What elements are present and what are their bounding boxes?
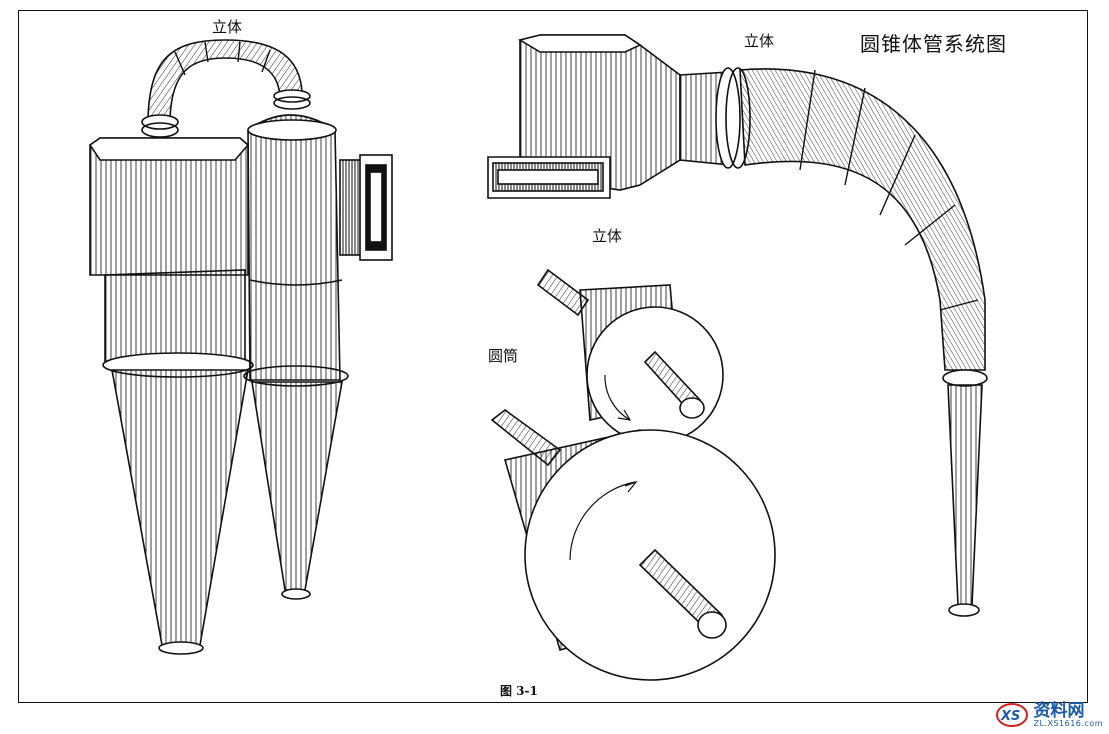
horn-collar bbox=[715, 67, 741, 169]
horn-tail-cone bbox=[947, 384, 983, 606]
left-cyclone-cone bbox=[111, 369, 249, 646]
svg-text:XS: XS bbox=[1000, 709, 1020, 724]
right-cyclone-cylinder bbox=[247, 114, 341, 381]
right-cyclone-cone bbox=[251, 381, 343, 591]
upper-cylinder-face bbox=[586, 306, 724, 444]
curved-horn bbox=[739, 68, 986, 371]
figure-caption: 图 3-1 bbox=[500, 684, 538, 698]
cylinder-pair bbox=[490, 268, 776, 681]
diagram-title: 圆锥体管系统图 bbox=[860, 32, 1007, 56]
cyclone-assembly bbox=[88, 39, 393, 655]
pipe-collar-right bbox=[273, 89, 311, 103]
label-cylinder: 圆筒 bbox=[488, 347, 519, 365]
horn-pipe-assembly bbox=[487, 34, 988, 617]
label-solid-top-right: 立体 bbox=[744, 32, 775, 50]
label-solid-top-left: 立体 bbox=[212, 18, 243, 36]
watermark-logo-icon: XS bbox=[996, 703, 1029, 727]
watermark: XS 资料网 ZL.XS1616.com bbox=[995, 700, 1103, 730]
figure-frame bbox=[18, 10, 1088, 703]
left-cyclone-cylinder bbox=[104, 269, 246, 366]
pipe-collar-left bbox=[141, 114, 179, 130]
label-solid-middle: 立体 bbox=[592, 227, 623, 245]
watermark-text: 资料网 bbox=[1033, 700, 1085, 721]
watermark-url: ZL.XS1616.com bbox=[1033, 718, 1103, 728]
